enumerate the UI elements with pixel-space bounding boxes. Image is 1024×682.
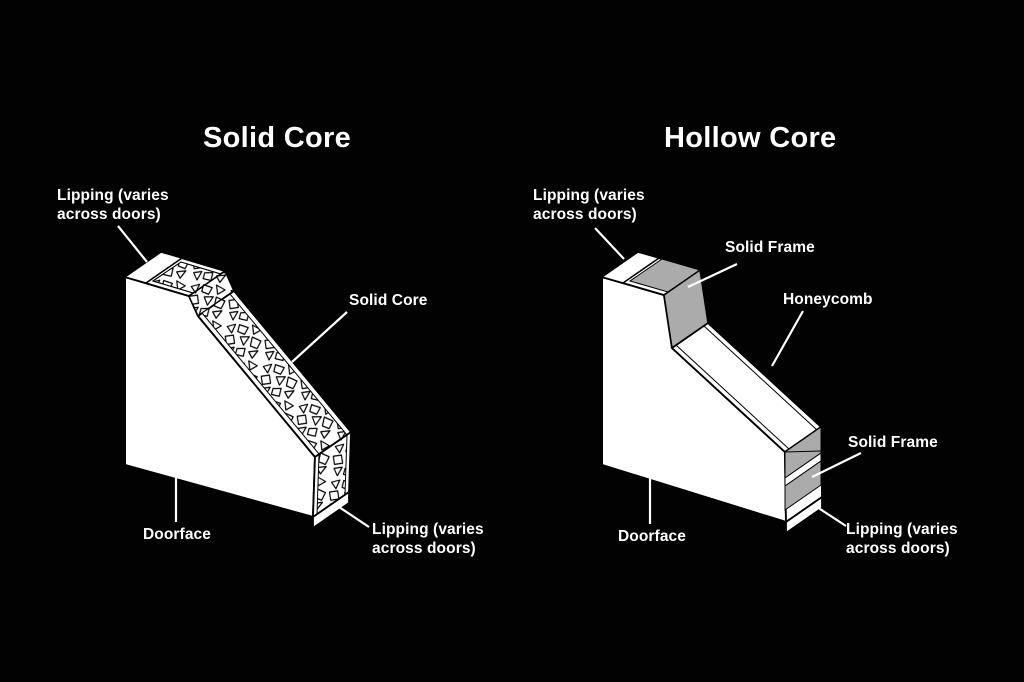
hollow-core-title: Hollow Core bbox=[664, 122, 837, 154]
leader-line-frame-top bbox=[687, 263, 738, 288]
bottom-frame-surface bbox=[784, 460, 822, 511]
hollow-lipping-bottom-label: Lipping (varies across doors) bbox=[846, 521, 958, 557]
hollow-honeycomb-label: Honeycomb bbox=[783, 291, 873, 308]
bottom-lipping-strip bbox=[785, 495, 823, 535]
hollow-frame-top-label: Solid Frame bbox=[725, 239, 815, 256]
hollow-frame-bottom-label: Solid Frame bbox=[848, 434, 938, 451]
solid-core-label: Solid Core bbox=[349, 292, 428, 309]
leader-lines bbox=[117, 225, 370, 528]
solid-lipping-top-label: Lipping (varies across doors) bbox=[57, 187, 169, 223]
top-lipping-strip bbox=[600, 251, 661, 284]
leader-line-lipping-top bbox=[594, 227, 625, 260]
solid-core-door-illustration bbox=[117, 225, 370, 530]
solid-core-door bbox=[122, 251, 353, 530]
top-lipping-strip bbox=[123, 251, 184, 284]
solid-doorface-label: Doorface bbox=[143, 526, 211, 543]
hollow-core-door-illustration bbox=[594, 227, 862, 535]
leader-line-lipping-bottom bbox=[335, 504, 370, 528]
solid-core-title: Solid Core bbox=[203, 122, 352, 154]
bottom-lipping-strip bbox=[312, 490, 350, 530]
leader-lines bbox=[594, 227, 862, 527]
hollow-doorface-label: Doorface bbox=[618, 528, 686, 545]
leader-line-lipping-top bbox=[117, 225, 148, 263]
hollow-lipping-top-label: Lipping (varies across doors) bbox=[533, 187, 645, 223]
solid-lipping-bottom-label: Lipping (varies across doors) bbox=[372, 521, 484, 557]
hollow-core-door bbox=[599, 251, 823, 535]
leader-line-solid-core bbox=[291, 311, 348, 363]
leader-line-honeycomb bbox=[771, 310, 804, 367]
leader-line-lipping-bottom bbox=[816, 506, 847, 527]
leader-line-frame-bottom bbox=[811, 452, 862, 478]
